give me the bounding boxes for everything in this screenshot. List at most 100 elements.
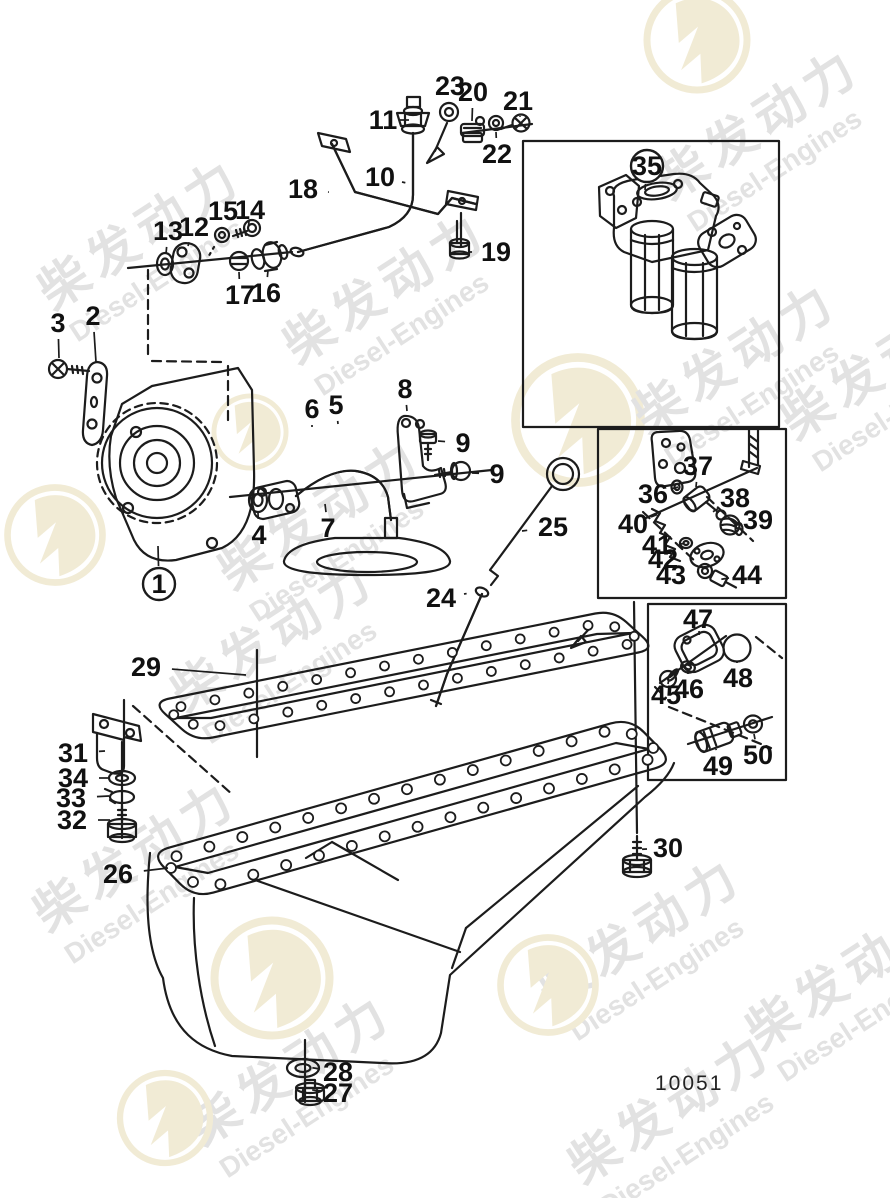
nut-15: [213, 226, 231, 244]
bypass-valve-parts: [658, 623, 764, 754]
bolt-hole: [608, 763, 621, 776]
direction-arrow: [425, 121, 449, 165]
callout-17: 17: [225, 271, 255, 310]
screw-21: [499, 113, 531, 133]
oil-filter-assembly: [597, 172, 757, 341]
callout-number: 47: [683, 604, 713, 634]
bolt-hole: [243, 687, 255, 699]
bolt-hole: [282, 706, 294, 718]
callout-21: 21: [503, 86, 533, 117]
washer-13: [155, 251, 175, 277]
callout-31: 31: [58, 738, 106, 768]
bolt-hole: [345, 840, 358, 852]
callout-28: 28: [312, 1057, 353, 1087]
bolt-hole: [621, 638, 633, 650]
callout-20: 20: [458, 77, 488, 122]
callout-11: 11: [369, 105, 409, 135]
bolt-hole: [209, 694, 221, 706]
callout-3: 3: [50, 308, 66, 359]
callout-24: 24: [426, 583, 467, 613]
callout-leader: [266, 269, 269, 278]
callout-49: 49: [703, 748, 733, 781]
bolt-hole: [466, 764, 479, 776]
bolt-14: [231, 218, 262, 239]
callout-50: 50: [743, 733, 773, 770]
bolt-hole: [553, 652, 565, 664]
nut-23: [438, 101, 460, 123]
callout-number: 27: [323, 1078, 353, 1108]
bolt-hole: [280, 859, 293, 871]
callout-leader: [644, 183, 647, 191]
bolt-hole: [625, 728, 638, 740]
bolt-hole: [647, 742, 660, 754]
callout-number: 14: [235, 195, 265, 225]
link-strap-2: [81, 360, 109, 447]
bolt-30: [621, 834, 653, 879]
callout-leader: [312, 1089, 322, 1092]
callout-33: 33: [56, 783, 110, 813]
callout-leader: [312, 1066, 321, 1070]
bolt-hole: [452, 672, 463, 684]
washer-34: [107, 769, 137, 787]
callout-number: 36: [638, 479, 668, 509]
bolt-hole: [587, 645, 599, 657]
bolt-hole: [411, 820, 424, 833]
callout-number: 29: [131, 652, 161, 682]
bolt-hole: [313, 849, 325, 862]
bolt-hole: [214, 720, 226, 732]
callout-number: 24: [426, 583, 456, 613]
bolt-hole: [628, 630, 640, 642]
drain-plug-27: [294, 1078, 326, 1107]
callout-leader: [401, 181, 406, 184]
callout-35: 35: [629, 148, 665, 191]
callout-number: 3: [50, 308, 65, 338]
oil-pipe-10: [289, 131, 415, 258]
callout-number: 35: [632, 151, 662, 181]
callout-10: 10: [365, 162, 406, 192]
callout-number: 4: [251, 520, 266, 550]
callout-number: 10: [365, 162, 395, 192]
bolt-hole: [277, 680, 289, 692]
bolt-hole: [499, 754, 512, 767]
callout-circle: [629, 148, 665, 184]
clamp-20: [459, 115, 486, 144]
callout-26: 26: [103, 859, 169, 889]
bolt-hole: [418, 679, 429, 691]
callout-leader: [143, 867, 169, 872]
bolt-hole: [236, 831, 249, 843]
callout-number: 41: [642, 530, 672, 560]
callout-number: 12: [179, 212, 209, 242]
callout-30: 30: [641, 833, 683, 863]
bolt-hole: [248, 713, 260, 725]
bolt-hole: [480, 640, 492, 652]
callout-number: 9: [455, 428, 470, 458]
bolt-hole: [335, 802, 348, 815]
callout-leader: [165, 246, 168, 255]
dipstick-tube: [429, 586, 490, 708]
bolt-hole: [378, 830, 391, 843]
callout-32: 32: [57, 805, 110, 835]
callout-number: 6: [304, 394, 319, 424]
callout-number: 11: [369, 105, 398, 135]
callout-number: 21: [503, 86, 533, 116]
callout-14: 14: [235, 195, 265, 227]
diagram-artwork: [47, 95, 788, 1107]
callout-7: 7: [320, 503, 336, 543]
callout-27: 27: [312, 1078, 353, 1108]
callout-40: 40: [618, 509, 658, 539]
callout-number: 30: [653, 833, 683, 863]
bolt-hole: [345, 667, 356, 679]
callout-number: 19: [481, 237, 511, 267]
lock-washer-33: [103, 787, 136, 805]
callout-leader: [521, 529, 528, 532]
callout-leader: [157, 545, 160, 567]
bolt-9-vertical: [418, 429, 438, 462]
callout-leader: [405, 404, 408, 412]
bolt-hole: [175, 701, 187, 713]
callout-9: 9: [471, 459, 505, 489]
callout-circle: [141, 566, 177, 602]
bolt-hole: [565, 735, 578, 748]
callout-leader: [667, 679, 670, 685]
